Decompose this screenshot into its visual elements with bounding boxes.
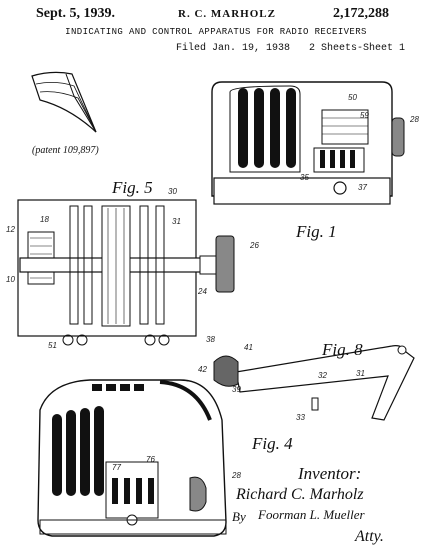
ref-26: 26: [249, 241, 259, 250]
fig8-lever-drawing: [213, 345, 415, 421]
attorney-signature: Foorman L. Mueller: [258, 507, 365, 522]
ref-12: 12: [6, 225, 15, 234]
fig8-label: Fig. 8: [322, 340, 363, 359]
ref-50: 50: [348, 93, 357, 102]
inventor-signature: Richard C. Marholz: [236, 486, 364, 503]
patent-title: INDICATING AND CONTROL APPARATUS FOR RAD…: [65, 27, 367, 37]
ref-35: 35: [300, 173, 309, 182]
ref-39: 39: [232, 385, 241, 394]
ref-42: 42: [198, 365, 207, 374]
ref-31b: 31: [356, 369, 365, 378]
knob-fragment-drawing: [31, 71, 97, 133]
inventor-heading: Inventor:: [298, 464, 362, 483]
fig5-label: Fig. 5: [112, 178, 153, 197]
patent-number: 2,172,288: [333, 6, 389, 21]
ref-51: 51: [48, 341, 57, 350]
ref-59: 59: [360, 111, 369, 120]
filed-date: Filed Jan. 19, 1938: [176, 43, 291, 54]
ref-33: 33: [296, 413, 305, 422]
ref-41: 41: [244, 343, 253, 352]
fig4-label: Fig. 4: [252, 434, 293, 453]
ref-31: 31: [172, 217, 181, 226]
fig1-label: Fig. 1: [296, 222, 337, 241]
fig5-mechanism-drawing: [17, 199, 235, 346]
ref-10: 10: [6, 275, 15, 284]
patent-date: Sept. 5, 1939.: [36, 6, 115, 21]
ref-28b: 28: [231, 471, 241, 480]
ref-38: 38: [206, 335, 215, 344]
ref-30: 30: [168, 187, 177, 196]
ref-37: 37: [358, 183, 367, 192]
inventor-name: R. C. MARHOLZ: [178, 8, 276, 20]
sheet-count: 2 Sheets-Sheet 1: [309, 43, 406, 54]
fig4-radio-drawing: [37, 379, 227, 537]
attorney-title: Atty.: [355, 528, 384, 545]
patent-caption: (patent 109,897): [32, 145, 99, 156]
ref-28a: 28: [409, 115, 419, 124]
fig1-radio-drawing: [211, 81, 405, 205]
ref-77: 77: [112, 463, 121, 472]
ref-18: 18: [40, 215, 49, 224]
ref-76: 76: [146, 455, 155, 464]
ref-32: 32: [318, 371, 327, 380]
ref-24: 24: [197, 287, 207, 296]
by-label: By: [232, 509, 246, 524]
